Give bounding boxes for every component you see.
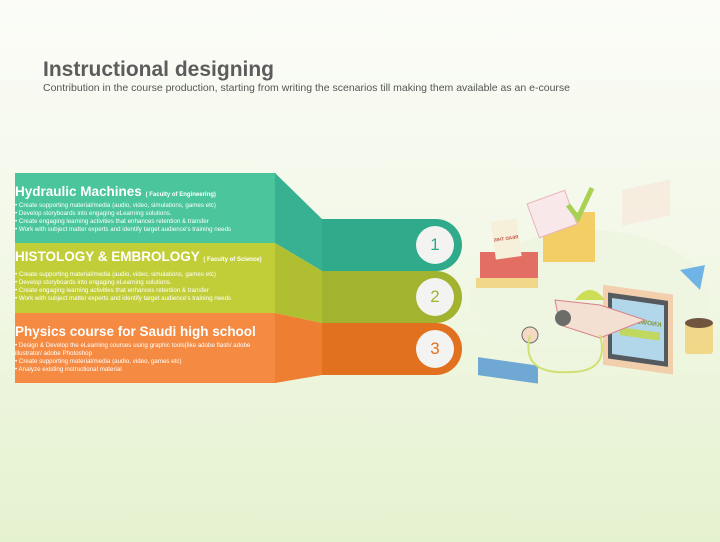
- page-subtitle: Contribution in the course production, s…: [43, 82, 571, 94]
- section-3-heading: Physics course for Saudi high school: [15, 324, 271, 339]
- step-number-2: 2: [416, 278, 454, 316]
- page-title: Instructional designing: [43, 58, 275, 81]
- list-item: • Work with subject matter experts and i…: [15, 226, 232, 233]
- section-1-faculty: ( Faculty of Engineering): [145, 192, 216, 198]
- fold-1: [275, 173, 322, 271]
- section-2-title: HISTOLOGY & EMBROLOGY: [15, 249, 200, 264]
- list-item: • Create supporting material/media (audi…: [15, 202, 216, 209]
- book-note: [490, 218, 522, 260]
- list-item: • Create engaging learning activities th…: [15, 218, 209, 225]
- education-illustration: READ THIS KNOWLEDGE: [470, 179, 713, 384]
- section-3-items: • Design & Develop the eLearning courses…: [15, 342, 271, 374]
- book-note-text: READ THIS: [493, 234, 518, 242]
- band-1-bg: [15, 173, 276, 243]
- section-1: Hydraulic Machines ( Faculty of Engineer…: [15, 184, 271, 234]
- step-number-3: 3: [416, 330, 454, 368]
- list-item: • Develop storyboards into engaging eLea…: [15, 210, 172, 217]
- list-item: • Design & Develop the eLearning courses…: [15, 342, 251, 357]
- list-item: • Create engaging learning activities th…: [15, 287, 209, 294]
- section-2: HISTOLOGY & EMBROLOGY ( Faculty of Scien…: [15, 249, 271, 303]
- section-1-title: Hydraulic Machines: [15, 184, 142, 199]
- band-2-bg: [15, 243, 276, 313]
- section-3-title: Physics course for Saudi high school: [15, 324, 256, 339]
- list-item: • Create supporting material/media (audi…: [15, 358, 182, 365]
- list-item: • Create supporting material/media (audi…: [15, 271, 216, 278]
- band-3-bg: [15, 313, 276, 383]
- step-number-1: 1: [416, 226, 454, 264]
- list-item: • Work with subject matter experts and i…: [15, 295, 232, 302]
- list-item: • Develop storyboards into engaging eLea…: [15, 279, 172, 286]
- section-2-faculty: ( Faculty of Science): [203, 257, 262, 263]
- list-item: • Analyze existing instructional materia…: [15, 366, 122, 373]
- section-2-items: • Create supporting material/media (audi…: [15, 271, 271, 303]
- fold-2: [275, 243, 322, 323]
- fold-3: [275, 313, 322, 383]
- section-3: Physics course for Saudi high school • D…: [15, 324, 271, 374]
- section-2-heading: HISTOLOGY & EMBROLOGY ( Faculty of Scien…: [15, 249, 271, 264]
- section-1-items: • Create supporting material/media (audi…: [15, 202, 271, 234]
- section-1-heading: Hydraulic Machines ( Faculty of Engineer…: [15, 184, 271, 199]
